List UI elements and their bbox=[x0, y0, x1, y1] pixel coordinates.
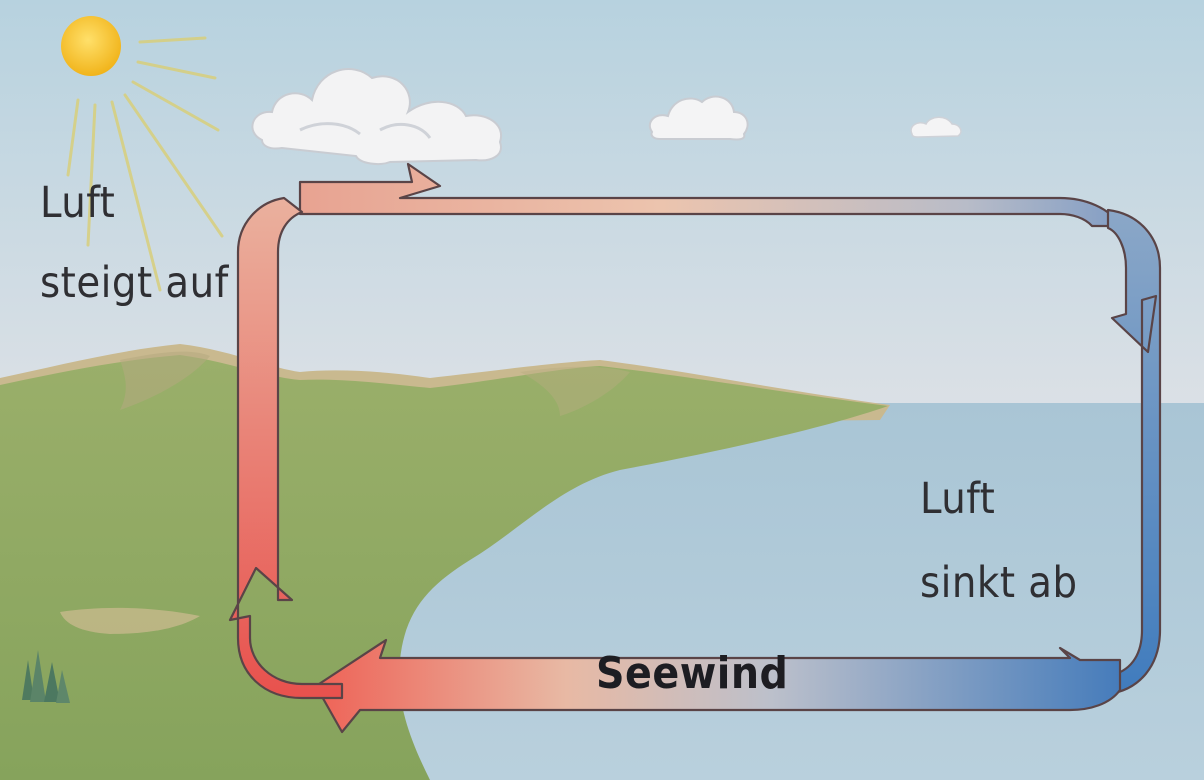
label-air-sinks-line1: Luft bbox=[920, 474, 996, 524]
label-air-rises-line2: steigt auf bbox=[40, 258, 229, 308]
arrow-icon bbox=[228, 196, 344, 700]
cloud-icon bbox=[251, 68, 503, 165]
circulation-loop bbox=[228, 162, 1162, 734]
hill-shade bbox=[520, 366, 630, 416]
label-air-rises-line1: Luft bbox=[40, 178, 116, 228]
tree-icon bbox=[22, 650, 70, 703]
hill-shade bbox=[120, 351, 210, 410]
sun-rays bbox=[66, 36, 224, 292]
sand-patch bbox=[60, 607, 200, 634]
land bbox=[0, 355, 888, 780]
label-sea-breeze: Seewind bbox=[596, 648, 789, 699]
label-air-sinks-line2: sinkt ab bbox=[920, 558, 1078, 608]
cloud-icon bbox=[648, 95, 749, 141]
cloud-icon bbox=[910, 116, 962, 138]
arrow-icon bbox=[314, 638, 1122, 734]
sun-icon bbox=[61, 16, 121, 76]
